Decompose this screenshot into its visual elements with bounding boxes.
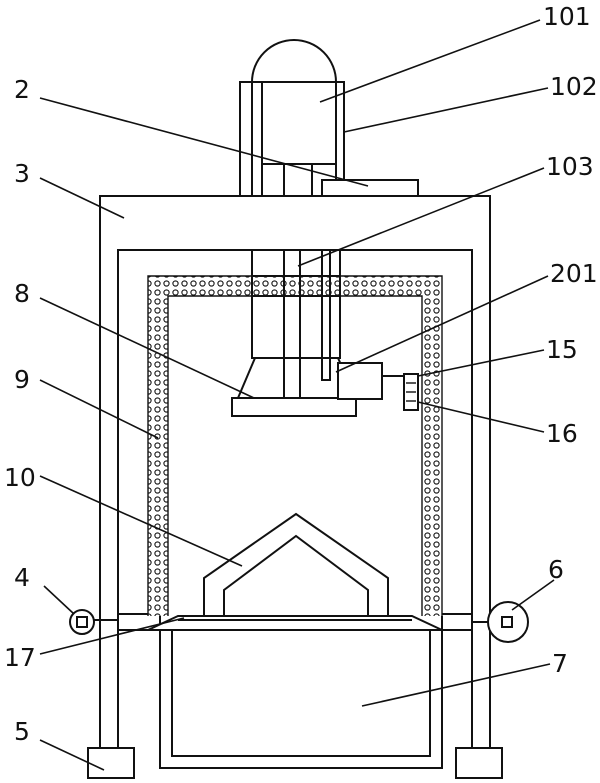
label-17: 17 [4,643,36,672]
label-6: 6 [548,555,564,584]
label-2: 2 [14,75,30,104]
roller-left [69,609,118,635]
label-102: 102 [550,72,598,101]
side-bracket [382,373,419,411]
label-101: 101 [543,2,591,31]
label-7: 7 [552,649,568,678]
label-8: 8 [14,279,30,308]
leader-lines [39,19,555,771]
label-10: 10 [4,463,36,492]
feet [87,747,503,779]
label-103: 103 [546,152,594,181]
label-16: 16 [546,419,578,448]
pressing-head [231,357,383,417]
part-labels: 101 102 103 2 3 201 8 15 9 16 10 4 6 17 … [4,2,598,746]
label-15: 15 [546,335,578,364]
label-5: 5 [14,717,30,746]
motor-housing [239,39,345,197]
label-9: 9 [14,365,30,394]
label-4: 4 [14,563,30,592]
roller-right [472,601,529,643]
label-3: 3 [14,159,30,188]
mould-block [203,512,389,616]
motor-mount-plate [261,163,419,197]
tray-basin [159,616,443,769]
label-201: 201 [550,259,598,288]
